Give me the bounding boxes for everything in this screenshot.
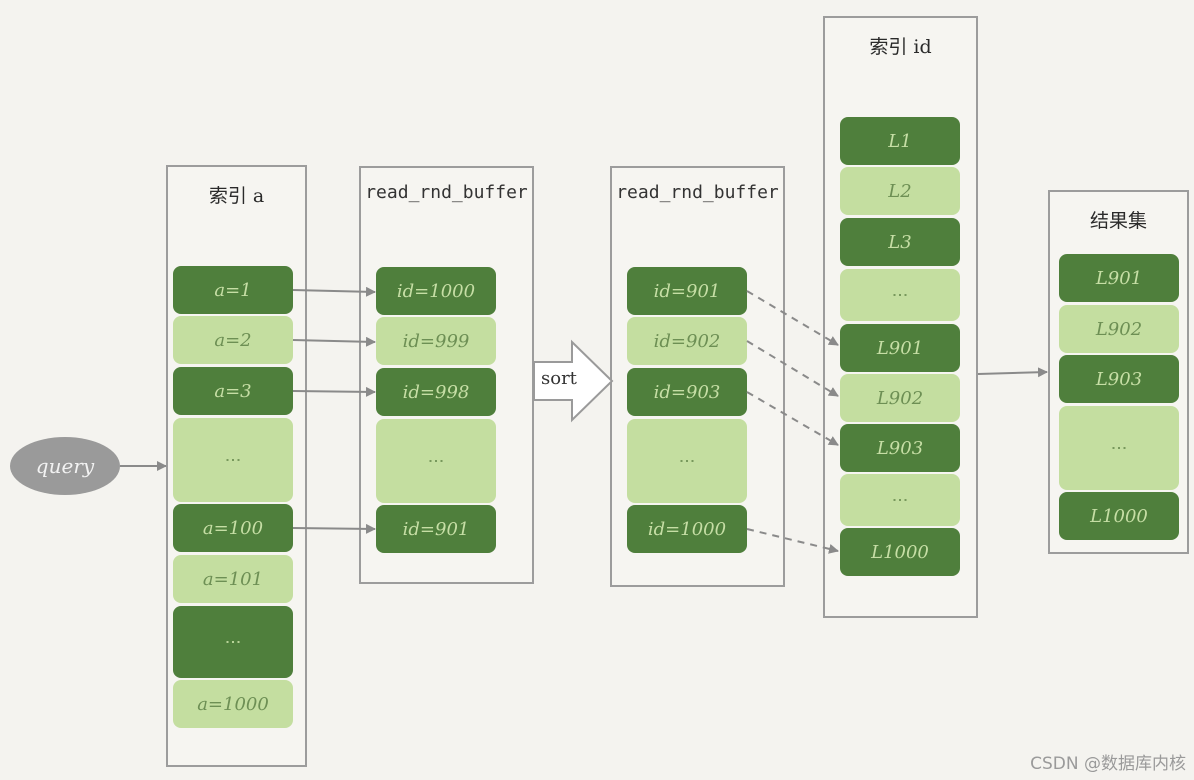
result-cell: L1000 bbox=[1059, 492, 1179, 540]
index-id-cell: L903 bbox=[840, 424, 960, 472]
ellipsis-icon: ⋮ bbox=[840, 474, 960, 526]
read-rnd-buffer-1-title: read_rnd_buffer bbox=[365, 182, 528, 203]
dashed-arrow bbox=[746, 391, 839, 446]
buffer2-cell: id=1000 bbox=[627, 505, 747, 553]
buffer2-cell: id=903 bbox=[627, 368, 747, 416]
index-a-cell: a=1 bbox=[173, 266, 293, 314]
index-a-cell: a=2 bbox=[173, 316, 293, 364]
index-a-cell: a=3 bbox=[173, 367, 293, 415]
watermark: CSDN @数据库内核 bbox=[1030, 754, 1186, 774]
index-id-cell: L901 bbox=[840, 324, 960, 372]
index-a-cell: a=1000 bbox=[173, 680, 293, 728]
ellipsis-icon: ⋮ bbox=[627, 419, 747, 503]
index-id-cell: L1000 bbox=[840, 528, 960, 576]
result-cell: L903 bbox=[1059, 355, 1179, 403]
index-a-cell: a=101 bbox=[173, 555, 293, 603]
ellipsis-icon: ⋮ bbox=[1059, 406, 1179, 490]
lookup-arrow bbox=[292, 286, 376, 297]
index-id-cell: L3 bbox=[840, 218, 960, 266]
read-rnd-buffer-2-title: read_rnd_buffer bbox=[616, 182, 779, 203]
result-cell: L901 bbox=[1059, 254, 1179, 302]
buffer1-cell: id=999 bbox=[376, 317, 496, 365]
lookup-arrow bbox=[292, 523, 376, 534]
index-id-cell: L902 bbox=[840, 374, 960, 422]
index-a-cell: a=100 bbox=[173, 504, 293, 552]
dashed-arrow bbox=[746, 290, 839, 346]
lookup-arrow bbox=[292, 386, 376, 397]
sort-label: sort bbox=[541, 368, 577, 389]
index-id-cell: L2 bbox=[840, 167, 960, 215]
result-cell: L902 bbox=[1059, 305, 1179, 353]
query-node: query bbox=[10, 437, 120, 495]
buffer2-cell: id=902 bbox=[627, 317, 747, 365]
sort-arrow-icon bbox=[533, 339, 614, 423]
index-id-cell: L1 bbox=[840, 117, 960, 165]
lookup-arrow bbox=[292, 336, 376, 347]
result-set-title: 结果集 bbox=[1089, 210, 1147, 232]
result-arrow bbox=[977, 367, 1048, 378]
ellipsis-icon: ⋮ bbox=[840, 269, 960, 321]
index-a-title: 索引 a bbox=[208, 185, 265, 207]
buffer1-cell: id=901 bbox=[376, 505, 496, 553]
dashed-arrow bbox=[746, 528, 839, 554]
buffer1-cell: id=1000 bbox=[376, 267, 496, 315]
buffer2-cell: id=901 bbox=[627, 267, 747, 315]
dashed-arrow bbox=[746, 340, 839, 397]
ellipsis-icon: ⋮ bbox=[173, 418, 293, 502]
ellipsis-icon: ⋮ bbox=[376, 419, 496, 503]
index-id-title: 索引 id bbox=[869, 36, 932, 58]
buffer1-cell: id=998 bbox=[376, 368, 496, 416]
ellipsis-icon: ⋮ bbox=[173, 606, 293, 678]
